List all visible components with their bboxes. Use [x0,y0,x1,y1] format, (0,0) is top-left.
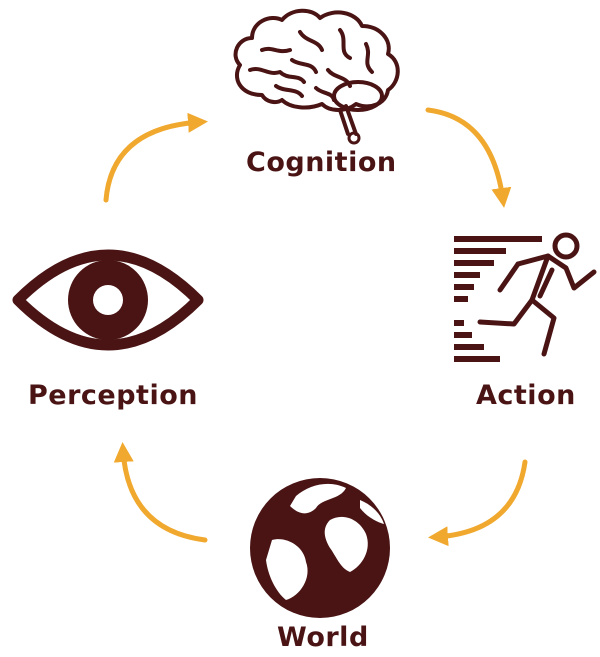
arrow-perception-to-cognition [103,112,208,203]
world-label: World [277,622,369,653]
brain-icon [233,8,400,145]
arrow-world-to-perception [113,442,208,543]
perception-label: Perception [28,380,198,411]
globe-icon [250,478,390,618]
running-person-icon [454,232,597,362]
cognition-label: Cognition [246,147,397,178]
arrow-action-to-world [428,459,528,547]
action-label: Action [476,380,576,411]
arrow-cognition-to-action [425,107,512,208]
eye-icon [12,249,204,351]
